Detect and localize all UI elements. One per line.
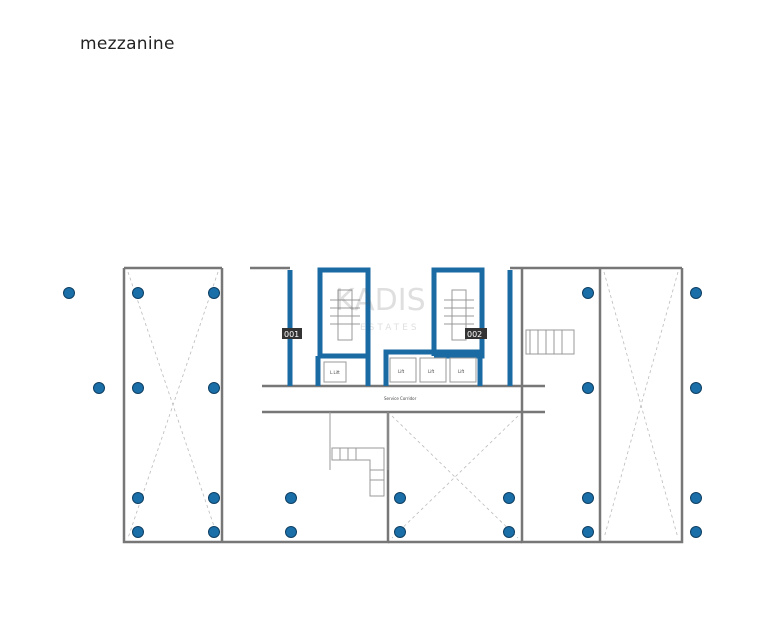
svg-text:002: 002 [467,330,482,339]
outer-walls [122,266,684,544]
svg-text:001: 001 [284,330,299,339]
structural-column [285,526,297,538]
structural-column [208,492,220,504]
structural-column [132,526,144,538]
structural-column [690,287,702,299]
lift-label: Lift [428,369,435,374]
structural-column [132,492,144,504]
void-markings [127,271,679,539]
structural-column [132,382,144,394]
structural-column [285,492,297,504]
structural-column [93,382,105,394]
core-walls [287,267,513,386]
stairs [330,289,575,497]
structural-column [132,287,144,299]
svg-text:KADIS: KADIS [335,283,426,318]
structural-column [690,492,702,504]
structural-column [63,287,75,299]
floor-title: mezzanine [80,34,175,54]
structural-column [503,492,515,504]
structural-column [394,492,406,504]
lift-label: L.Lift [330,370,340,375]
lift-label: Lift [398,369,405,374]
lifts [323,357,477,383]
structural-column [503,526,515,538]
structural-column [208,287,220,299]
unit-tag-001: 001 [282,328,302,339]
columns [63,287,702,538]
structural-column [582,492,594,504]
structural-column [208,526,220,538]
svg-text:ESTATES: ESTATES [360,323,420,333]
structural-column [690,382,702,394]
structural-column [582,287,594,299]
structural-column [208,382,220,394]
watermark-logo: KADIS ESTATES [335,283,426,333]
structural-column [690,526,702,538]
unit-tag-002: 002 [465,328,487,339]
structural-column [582,382,594,394]
lift-label: Lift [458,369,465,374]
corridor-label: Service Corridor [384,396,417,401]
structural-column [582,526,594,538]
structural-column [394,526,406,538]
